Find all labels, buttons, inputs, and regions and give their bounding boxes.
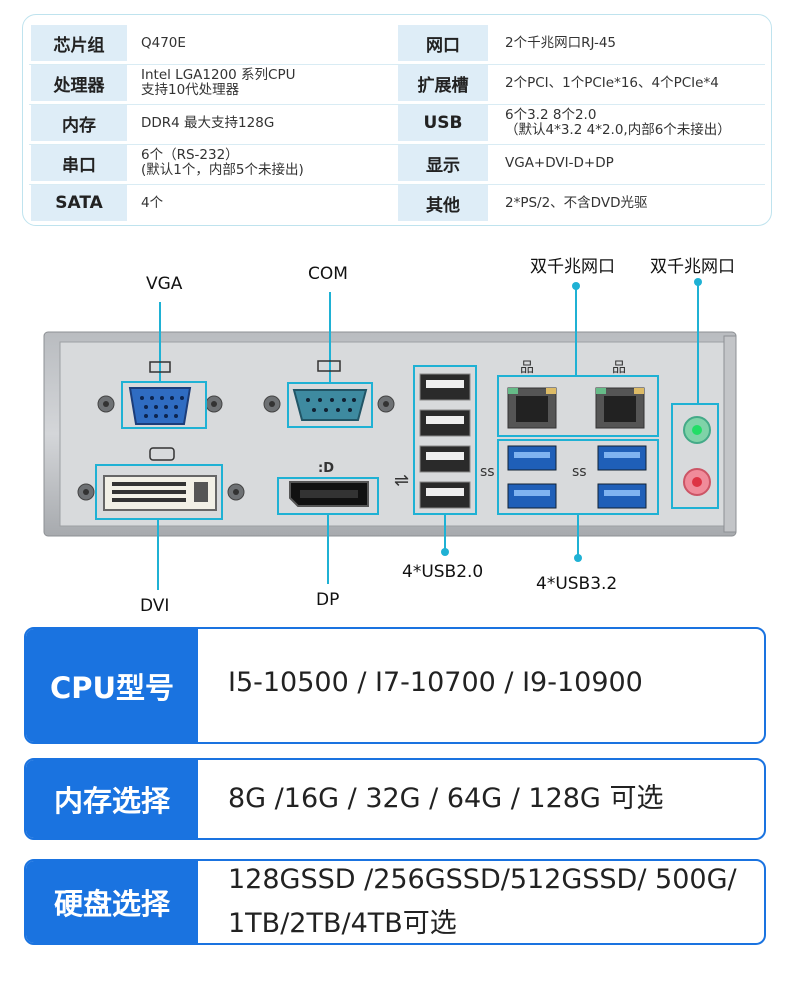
spec-value: 2个PCI、1个PCIe*16、4个PCIe*4 (505, 74, 719, 91)
network-icon: 品 (520, 360, 534, 376)
usb3-ports (507, 445, 647, 509)
label-lan-left: 双千兆网口 (530, 257, 615, 277)
memory-options-box: 内存选择 8G /16G / 32G / 64G / 128G 可选 (24, 758, 766, 840)
io-panel-diagram: VGA COM 双千兆网口 双千兆网口 DVI DP 4*USB2.0 4*US… (0, 240, 790, 620)
spec-value: 4个 (141, 194, 164, 211)
spec-label: 显示 (398, 145, 488, 181)
spec-value: 2*PS/2、不含DVD光驱 (505, 194, 648, 211)
svg-text::D: :D (318, 461, 334, 476)
spec-label: 内存 (31, 105, 127, 141)
label-dp: DP (316, 590, 340, 610)
spec-table: 芯片组 Q470E 网口 2个千兆网口RJ-45 处理器 Intel LGA12… (22, 14, 772, 226)
spec-row: SATA 4个 其他 2*PS/2、不含DVD光驱 (23, 183, 771, 223)
divider (29, 64, 765, 65)
spec-value: VGA+DVI-D+DP (505, 154, 614, 171)
spec-label: 串口 (31, 145, 127, 181)
spec-label: 芯片组 (31, 25, 127, 61)
spec-row: 内存 DDR4 最大支持128G USB 6个3.2 8个2.0（默认4*3.2… (23, 103, 771, 143)
spec-label: SATA (31, 185, 127, 221)
com-port-icon (292, 389, 368, 421)
network-icon: 品 (612, 360, 626, 376)
spec-value: 2个千兆网口RJ-45 (505, 34, 617, 51)
spec-row: 串口 6个（RS-232）(默认1个，内部5个未接出) 显示 VGA+DVI-D… (23, 143, 771, 183)
usb-icon: ss (480, 464, 495, 480)
spec-value: 6个（RS-232）(默认1个，内部5个未接出) (141, 147, 304, 178)
memory-options-title: 内存选择 (26, 760, 198, 838)
lan-ports (507, 387, 645, 429)
spec-label: 网口 (398, 25, 488, 61)
label-lan-right: 双千兆网口 (650, 257, 735, 277)
usb-icon: ss (572, 464, 587, 480)
label-usb2: 4*USB2.0 (402, 562, 484, 582)
divider (29, 184, 765, 185)
label-com: COM (308, 264, 348, 284)
cpu-options-box: CPU型号 I5-10500 / I7-10700 / I9-10900 (24, 627, 766, 744)
vga-port-icon (128, 387, 192, 425)
cpu-options-title: CPU型号 (26, 629, 198, 742)
divider (29, 144, 765, 145)
label-vga: VGA (146, 274, 183, 294)
io-panel-drawing: :D ⇌ 品 品 ss ss (43, 278, 737, 590)
disk-options-line: 1TB/2TB/4TB可选 (228, 908, 457, 939)
spec-value: Q470E (141, 34, 186, 51)
label-usb3: 4*USB3.2 (536, 574, 618, 594)
disk-options-line: 128GSSD /256GSSD/512GSSD/ 500G/ (228, 864, 737, 895)
memory-options-value: 8G /16G / 32G / 64G / 128G 可选 (228, 783, 664, 814)
divider (29, 104, 765, 105)
spec-value: DDR4 最大支持128G (141, 114, 275, 131)
label-dvi: DVI (140, 596, 170, 616)
disk-options-box: 硬盘选择 128GSSD /256GSSD/512GSSD/ 500G/ 1TB… (24, 859, 766, 945)
spec-value: 6个3.2 8个2.0（默认4*3.2 4*2.0,内部6个未接出） (505, 107, 731, 138)
spec-label: 扩展槽 (398, 65, 488, 101)
spec-label: 其他 (398, 185, 488, 221)
usb2-ports (419, 373, 471, 509)
spec-label: 处理器 (31, 65, 127, 101)
spec-label: USB (398, 105, 488, 141)
disk-options-title: 硬盘选择 (26, 861, 198, 943)
spec-row: 芯片组 Q470E 网口 2个千兆网口RJ-45 (23, 23, 771, 63)
disk-options-value: 128GSSD /256GSSD/512GSSD/ 500G/ 1TB/2TB/… (228, 861, 744, 943)
usb-icon: ⇌ (394, 470, 409, 491)
cpu-options-value: I5-10500 / I7-10700 / I9-10900 (228, 667, 643, 698)
